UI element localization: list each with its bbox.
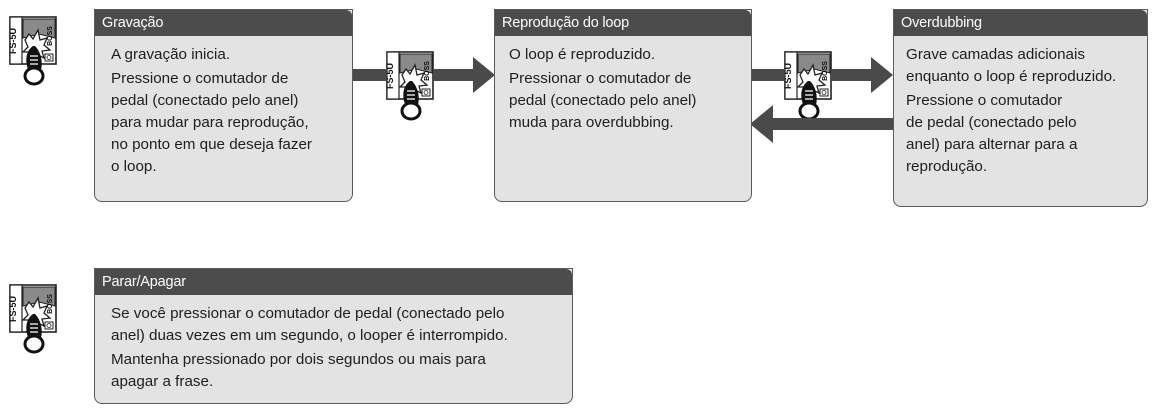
overdub-line1: Grave camadas adicionais enquanto o loop… <box>906 46 1117 85</box>
pedal-model-label: FS-5U <box>385 63 395 89</box>
overdub-box: Overdubbing Grave camadas adicionais enq… <box>893 9 1148 207</box>
pedal-brand-label: BOSS <box>47 26 54 46</box>
connector-line <box>750 69 784 81</box>
playback-line1: O loop é reproduzido. <box>509 46 656 63</box>
pedal-model-label: FS-5U <box>8 28 18 54</box>
playback-title: Reprodução do loop <box>495 10 751 36</box>
foot-pedal-switch-icon: FS-5U BOSS <box>783 51 833 121</box>
stop-line1: Se você pressionar o comutador de pedal … <box>111 305 508 344</box>
pedal-brand-label: BOSS <box>822 61 829 81</box>
stop-erase-title: Parar/Apagar <box>95 269 572 295</box>
pedal-brand-label: BOSS <box>47 294 54 314</box>
arrow-left-icon <box>750 105 894 143</box>
foot-pedal-switch-icon: FS-5U BOSS <box>8 16 58 86</box>
arrow-right-icon <box>831 57 893 93</box>
stop-line2: Mantenha pressionado por dois segundos o… <box>111 351 486 390</box>
playback-line2: Pressionar o comutador de pedal (conecta… <box>509 70 697 131</box>
overdub-line2: Pressione o comutador de pedal (conectad… <box>906 92 1078 175</box>
stop-erase-box: Parar/Apagar Se você pressionar o comuta… <box>94 268 573 404</box>
recording-box: Gravação A gravação inicia. Pressione o … <box>94 9 353 202</box>
pedal-model-label: FS-5U <box>8 296 18 322</box>
recording-line1: A gravação inicia. <box>111 46 231 63</box>
connector-line <box>352 69 386 81</box>
foot-pedal-switch-icon: FS-5U BOSS <box>8 284 58 354</box>
foot-pedal-switch-icon: FS-5U BOSS <box>385 51 435 121</box>
overdub-title: Overdubbing <box>894 10 1147 36</box>
pedal-brand-label: BOSS <box>424 61 431 81</box>
recording-title: Gravação <box>95 10 352 36</box>
playback-box: Reprodução do loop O loop é reproduzido.… <box>494 9 752 202</box>
recording-line2: Pressione o comutador de pedal (conectad… <box>111 70 312 175</box>
arrow-right-icon <box>433 57 495 93</box>
pedal-model-label: FS-5U <box>783 63 793 89</box>
